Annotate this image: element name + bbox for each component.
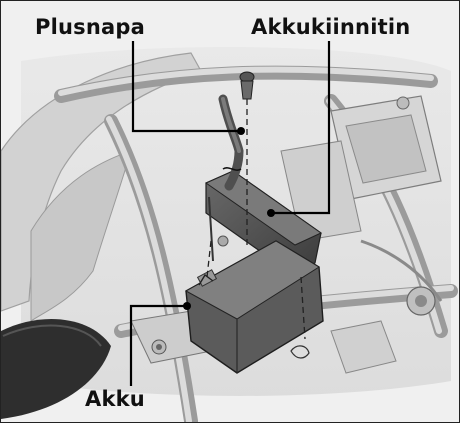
battery-pointer-dot bbox=[183, 302, 191, 310]
holder-pointer-dot bbox=[267, 209, 275, 217]
battery-label: Akku bbox=[85, 387, 145, 411]
terminal-pointer-dot bbox=[237, 127, 245, 135]
positive-terminal-label: Plusnapa bbox=[35, 15, 145, 39]
battery-holder-label: Akkukiinnitin bbox=[251, 15, 410, 39]
